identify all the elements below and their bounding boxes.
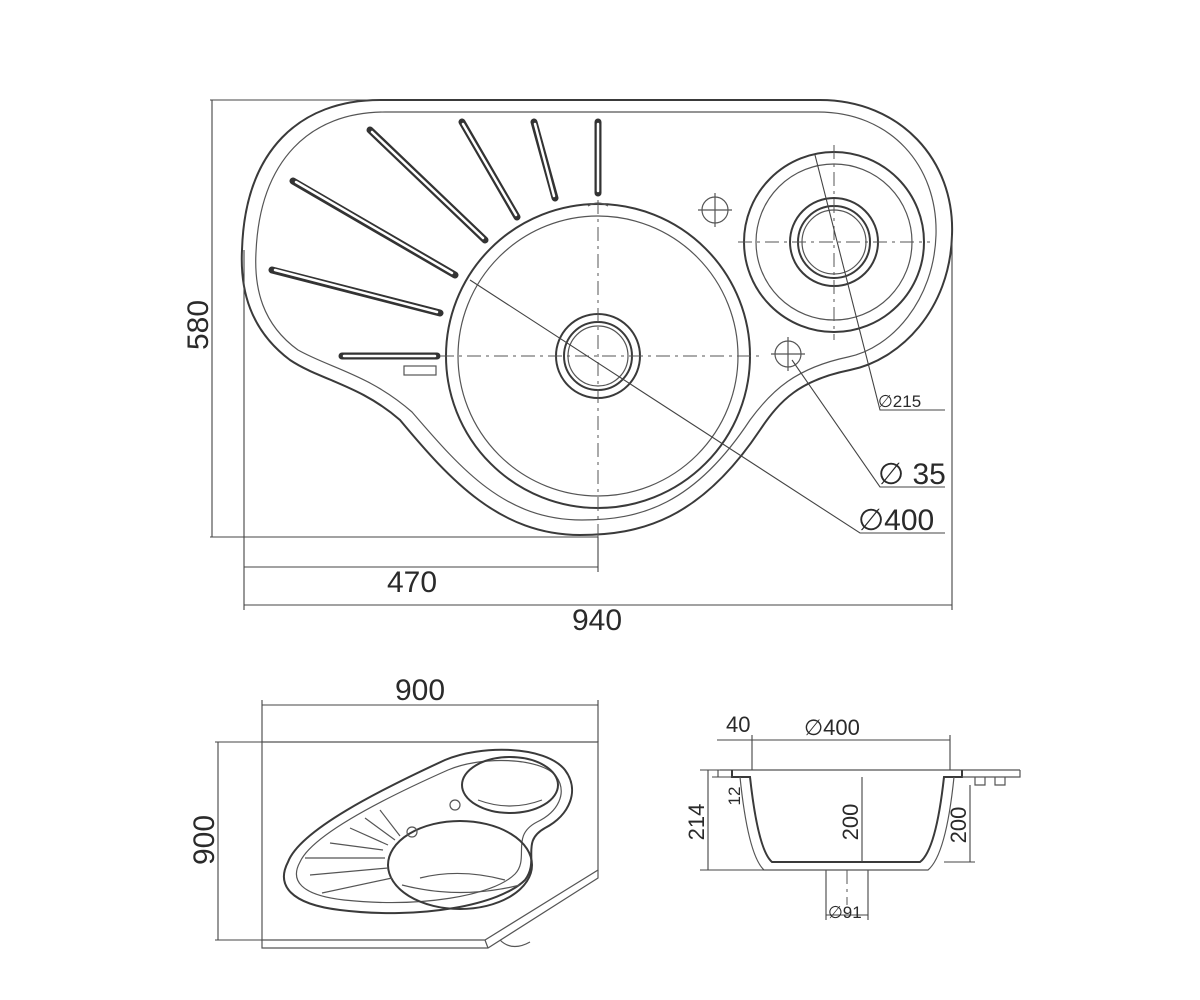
strainer-leader [814, 154, 945, 411]
countertop [261, 741, 599, 941]
tap-diameter-label: ∅ 35 [878, 458, 946, 491]
height-580-label: 580 [182, 300, 215, 350]
total-depth-214-label: 214 [684, 804, 709, 841]
drain-91-label: ∅91 [828, 903, 862, 922]
small-bowl [738, 145, 930, 340]
half-width-470-label: 470 [387, 566, 437, 599]
main-bowl [440, 200, 760, 540]
accessory-hole [771, 337, 805, 371]
corner-depth-900-label: 900 [188, 815, 221, 865]
overflow-slot [403, 365, 437, 376]
corner-sink-outline [283, 748, 574, 915]
right-depth-200-label: 200 [946, 807, 971, 844]
drainer-grooves [268, 118, 602, 376]
strainer-diameter-label: ∅215 [878, 392, 921, 411]
top-view: ∅215 ∅ 35 ∅400 580 470 940 [182, 99, 954, 637]
tap-hole [698, 193, 732, 227]
corner-drainer-grooves [305, 809, 401, 894]
sink-outline [240, 99, 954, 537]
lip-12-label: 12 [725, 787, 744, 806]
bowl-diameter-label: ∅400 [858, 504, 934, 537]
width-940-label: 940 [572, 604, 622, 637]
rim-40-label: 40 [726, 712, 750, 737]
bowl-depth-200-label: 200 [838, 804, 863, 841]
sink-rim [255, 111, 937, 521]
corner-view: 900 900 [188, 674, 599, 949]
section-view: 40 ∅400 12 214 200 200 ∅91 [684, 712, 1021, 922]
tap-leader [791, 359, 945, 488]
corner-width-900-label: 900 [395, 674, 445, 707]
section-bowl-outline [731, 770, 963, 863]
section-bowl-400-label: ∅400 [804, 715, 860, 740]
bowl-leader [469, 279, 945, 534]
